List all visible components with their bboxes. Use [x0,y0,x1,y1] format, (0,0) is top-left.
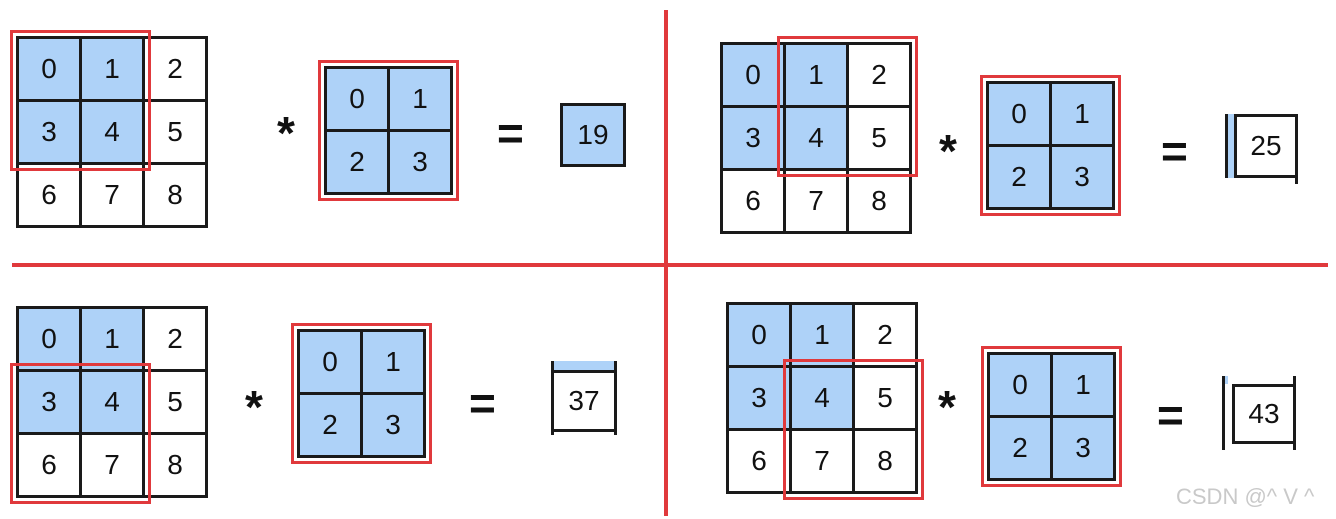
output-tick [1295,114,1298,184]
input-window-frame [10,363,151,504]
input-cell: 4 [79,99,145,165]
input-window-frame [783,359,924,500]
equals-sign: = [497,107,524,159]
multiply-sign: * [277,107,295,159]
output-highlight [1225,114,1234,178]
input-cell: 8 [852,428,918,494]
kernel-cell: 3 [387,129,453,195]
input-window-frame [777,36,918,177]
input-cell: 4 [783,105,849,171]
output-highlight [1222,376,1228,384]
output-highlight [551,361,617,370]
output-tick [623,103,626,167]
input-cell: 7 [783,168,849,234]
equals-sign: = [469,377,496,429]
input-cell: 5 [142,99,208,165]
output-tick [614,361,617,435]
input-cell: 7 [79,162,145,228]
divider-horizontal [12,263,1328,267]
kernel-cell: 1 [387,66,453,132]
input-cell: 8 [142,162,208,228]
equals-sign: = [1157,389,1184,441]
input-cell: 3 [726,365,792,431]
input-cell: 4 [79,369,145,435]
output-tick [551,361,554,435]
input-cell: 5 [142,369,208,435]
kernel-frame [981,346,1122,487]
kernel-cell: 1 [360,329,426,395]
kernel-cell: 0 [324,66,390,132]
output-cell: 25 [1234,114,1298,178]
multiply-sign: * [939,125,957,177]
input-cell: 4 [789,365,855,431]
kernel-cell: 3 [1050,415,1116,481]
output-tick [1222,376,1225,450]
output-tick [1293,376,1296,450]
kernel-cell: 1 [1049,81,1115,147]
output-highlight [560,103,626,167]
kernel-cell: 3 [360,392,426,458]
input-cell: 8 [846,168,912,234]
kernel-cell: 2 [986,144,1052,210]
input-cell: 3 [16,99,82,165]
kernel-frame [980,75,1121,216]
output-tick [1225,114,1228,178]
input-cell: 2 [142,36,208,102]
input-cell: 8 [142,432,208,498]
watermark: CSDN @^ V ^ [1176,484,1315,509]
kernel-cell: 1 [1050,352,1116,418]
kernel-frame [318,60,459,201]
input-window-frame [10,30,151,171]
kernel-cell: 0 [297,329,363,395]
output-cell: 43 [1232,384,1296,444]
input-cell: 1 [789,302,855,368]
kernel-cell: 0 [986,81,1052,147]
output-cell: 19 [560,103,626,167]
kernel-frame [291,323,432,464]
output-tick [560,103,563,167]
input-cell: 6 [720,168,786,234]
multiply-sign: * [245,381,263,433]
kernel-cell: 3 [1049,144,1115,210]
input-cell: 2 [142,306,208,372]
equals-sign: = [1161,125,1188,177]
multiply-sign: * [938,381,956,433]
input-cell: 6 [16,162,82,228]
output-cell: 37 [551,370,617,432]
